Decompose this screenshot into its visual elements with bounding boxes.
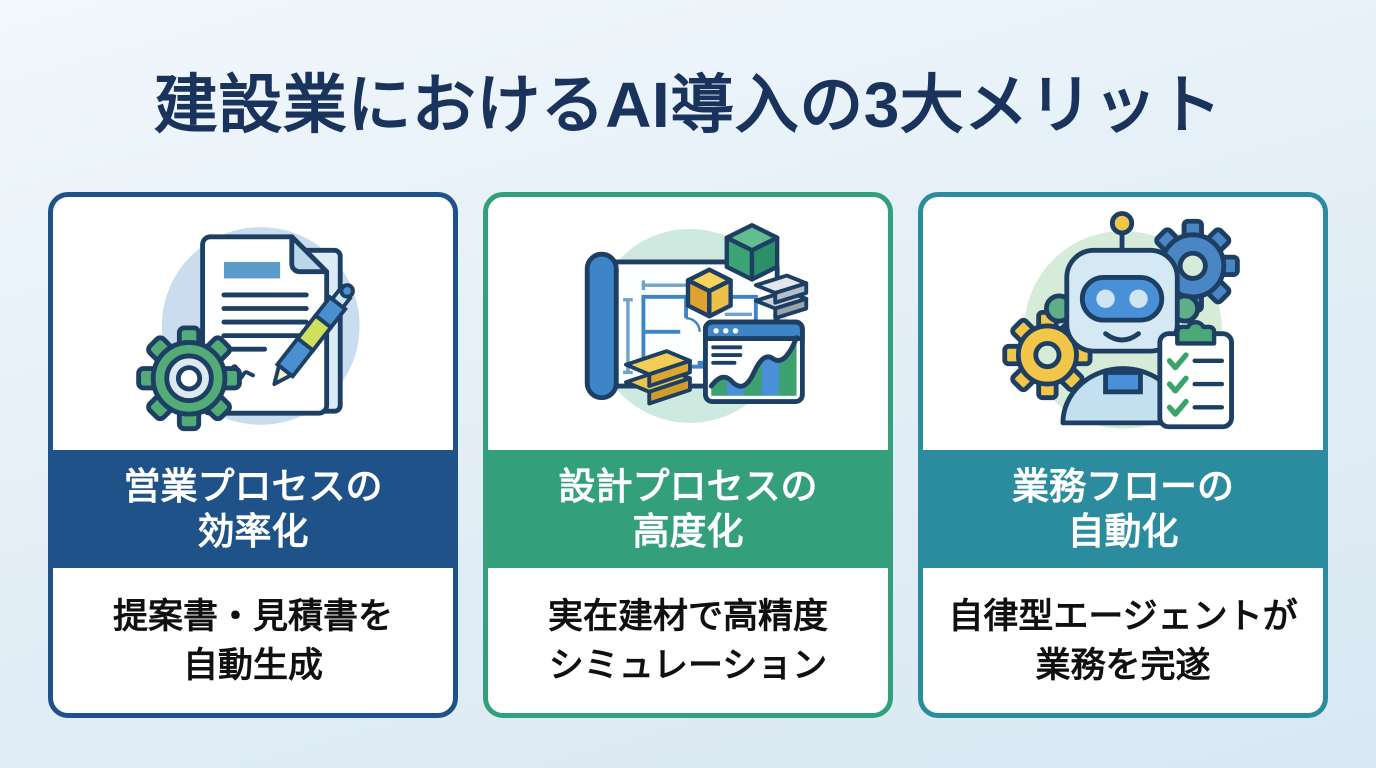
card-heading-line: 設計プロセスの <box>558 465 818 507</box>
card-heading-line: 業務フローの <box>1012 465 1234 507</box>
card-heading-line: 高度化 <box>632 511 744 552</box>
card-caption-line: 自動生成 <box>182 645 323 685</box>
card-heading-band: 営業プロセスの 効率化 <box>53 450 453 568</box>
card-caption-line: シミュレーション <box>548 645 828 685</box>
card-icon-area <box>923 197 1323 450</box>
card-caption-line: 実在建材で高精度 <box>547 596 828 636</box>
merit-card-workflow-automation: 業務フローの 自動化 自律型エージェントが 業務を完遂 <box>918 192 1328 718</box>
card-heading-line: 自動化 <box>1067 511 1179 552</box>
page-title: 建設業におけるAI導入の3大メリット <box>153 69 1223 141</box>
card-caption: 提案書・見積書を 自動生成 <box>53 568 453 713</box>
card-heading-band: 設計プロセスの 高度化 <box>488 450 888 568</box>
merit-card-design-process: 設計プロセスの 高度化 実在建材で高精度 シミュレーション <box>483 192 893 718</box>
card-caption-line: 自律型エージェントが <box>948 596 1298 636</box>
merit-cards-row: 営業プロセスの 効率化 提案書・見積書を 自動生成 <box>48 192 1328 718</box>
card-heading-line: 効率化 <box>197 511 309 552</box>
card-icon-area <box>488 197 888 450</box>
card-caption-line: 業務を完遂 <box>1035 645 1211 685</box>
card-heading-line: 営業プロセスの <box>123 465 383 507</box>
card-icon-area <box>53 197 453 450</box>
card-caption: 自律型エージェントが 業務を完遂 <box>923 568 1323 713</box>
card-caption: 実在建材で高精度 シミュレーション <box>488 568 888 713</box>
card-heading-band: 業務フローの 自動化 <box>923 450 1323 568</box>
document-pen-gear-icon <box>136 226 360 431</box>
merit-card-sales-process: 営業プロセスの 効率化 提案書・見積書を 自動生成 <box>48 192 458 718</box>
robot-gears-checklist-icon <box>1002 210 1240 429</box>
card-caption-line: 提案書・見積書を <box>112 596 393 636</box>
blueprint-materials-chart-icon <box>584 222 809 423</box>
